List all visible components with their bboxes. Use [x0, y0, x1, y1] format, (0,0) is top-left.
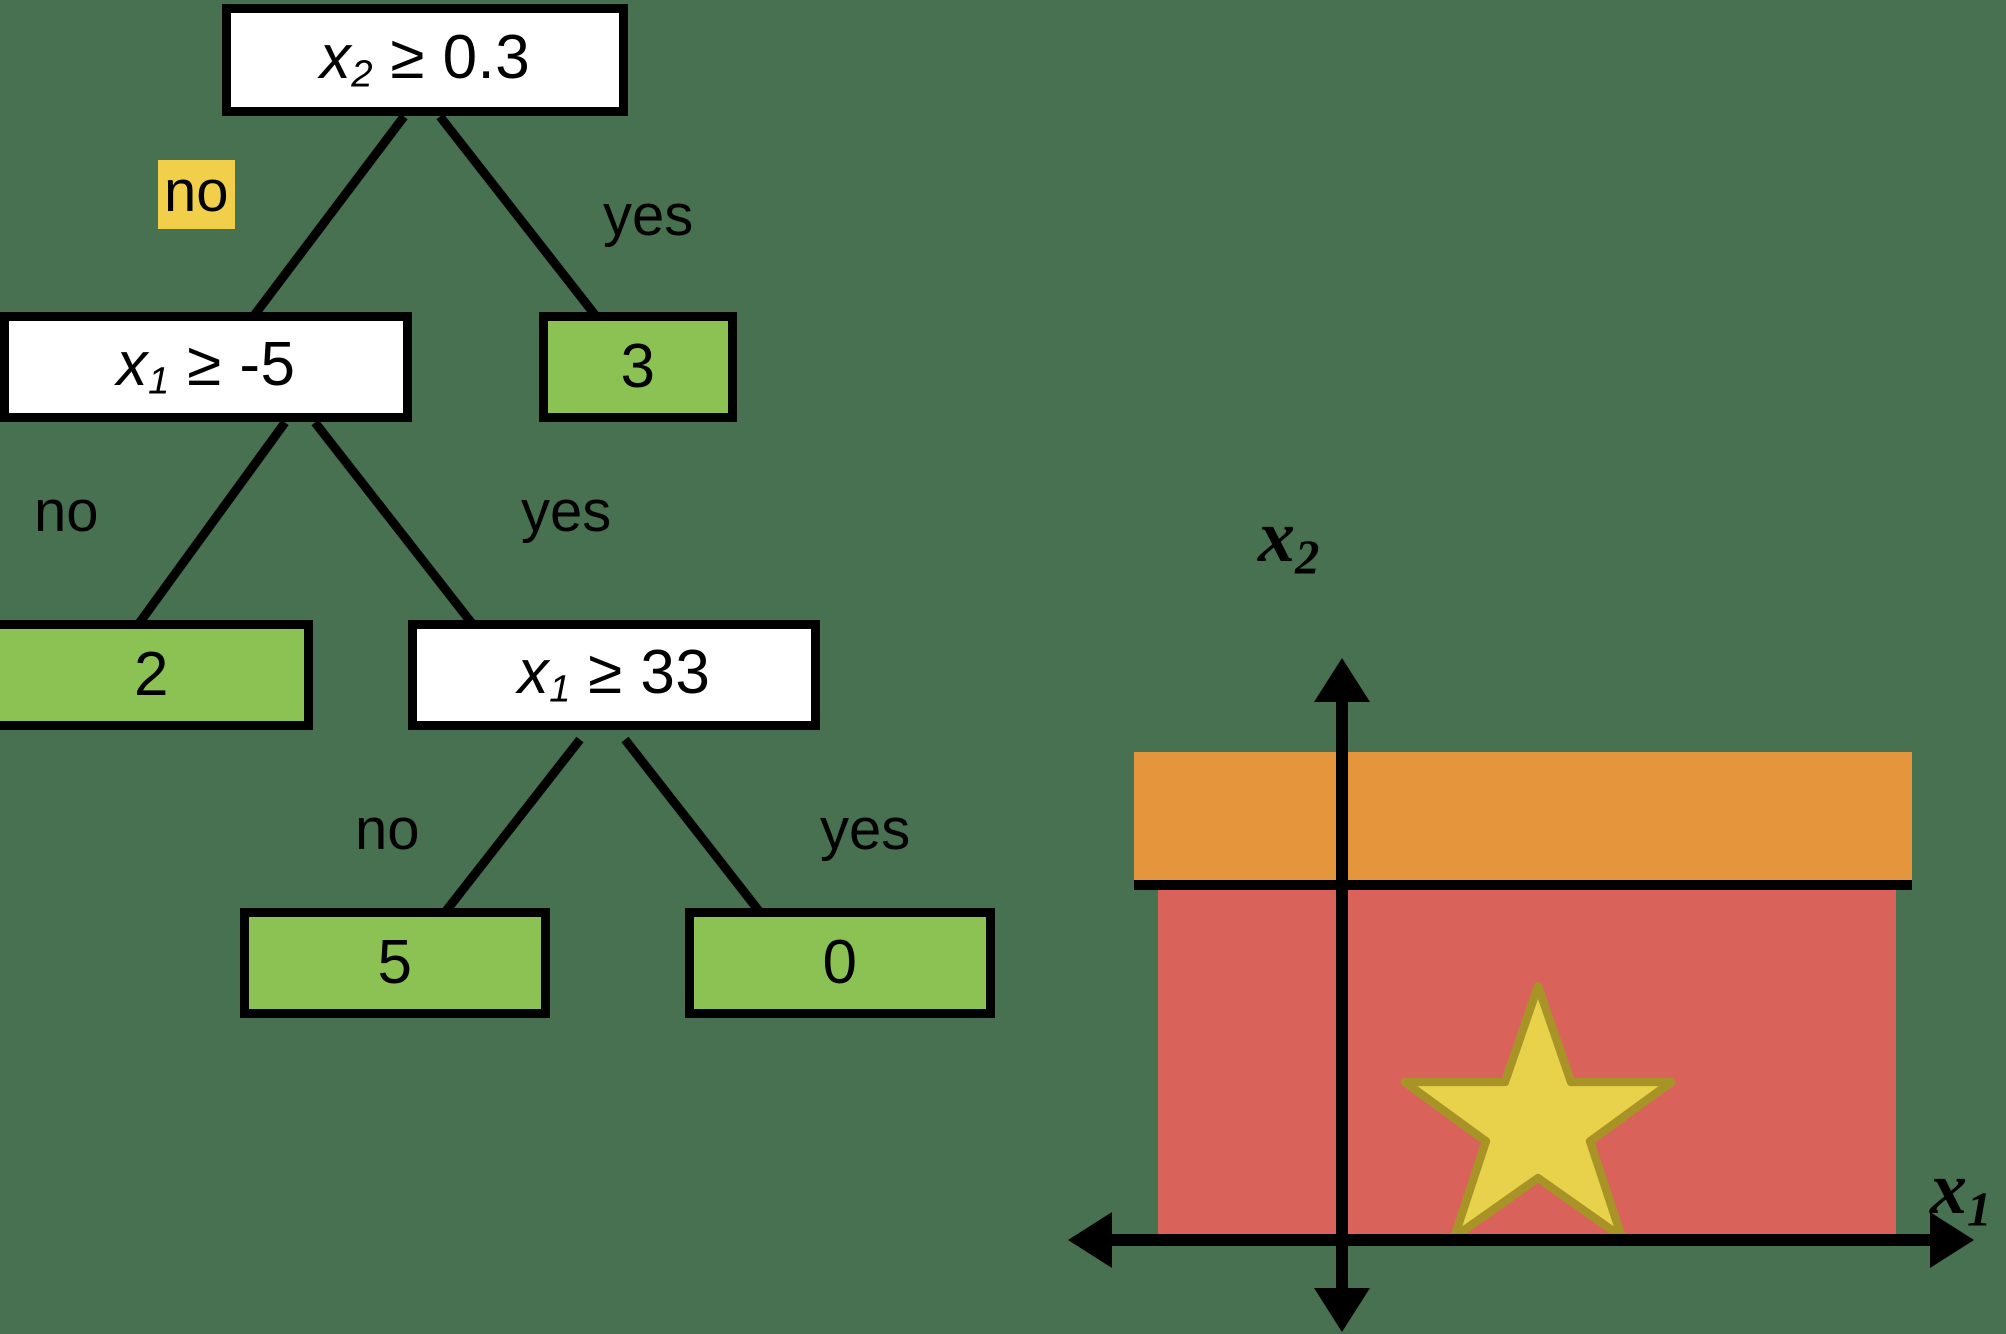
plot-x-axis-label: x1	[1930, 1148, 1992, 1237]
tree-edge-left-no	[134, 419, 289, 628]
plot-x-axis-line	[1112, 1234, 1932, 1246]
plot-y-axis-label: x2	[1258, 496, 1320, 585]
tree-node-root-label: x2 ≥ 0.3	[319, 22, 531, 95]
edge-label-left-yes: yes	[521, 479, 612, 544]
tree-leaf-5[interactable]: 5	[240, 908, 550, 1018]
plot-x-axis-arrow-left	[1068, 1212, 1112, 1268]
tree-leaf-2-label: 2	[134, 640, 169, 709]
plot-y-axis-arrow-up	[1314, 658, 1370, 702]
tree-edge-n33-yes	[621, 736, 771, 924]
tree-edge-left-yes	[311, 419, 477, 628]
edge-label-root-no: no	[158, 160, 235, 229]
plot-marker-star	[1398, 980, 1678, 1250]
tree-edge-root-no	[245, 113, 408, 326]
plot-x-axis-arrow-right	[1930, 1212, 1974, 1268]
tree-leaf-0-label: 0	[822, 928, 858, 997]
tree-node-x1-ge-minus5-label: x1 ≥ -5	[116, 329, 296, 402]
plot-y-axis-arrow-down	[1314, 1288, 1370, 1332]
edge-label-left-no: no	[34, 479, 99, 544]
star-icon	[1400, 982, 1676, 1242]
tree-leaf-3-label: 3	[620, 332, 656, 401]
plot-y-axis-line	[1336, 700, 1348, 1290]
tree-leaf-5-label: 5	[377, 928, 413, 997]
edge-label-n33-no: no	[355, 797, 420, 862]
plot-region-upper-band	[1134, 752, 1912, 884]
tree-leaf-2[interactable]: 2	[0, 620, 313, 730]
tree-edge-root-yes	[436, 113, 604, 325]
tree-edge-n33-no	[437, 736, 584, 920]
edge-label-n33-yes: yes	[820, 797, 911, 862]
tree-node-x1-ge-minus5[interactable]: x1 ≥ -5	[0, 312, 412, 422]
tree-leaf-0[interactable]: 0	[685, 908, 995, 1018]
tree-node-root[interactable]: x2 ≥ 0.3	[222, 4, 628, 116]
tree-leaf-3[interactable]: 3	[539, 312, 737, 422]
tree-node-x1-ge-33-label: x1 ≥ 33	[517, 637, 711, 710]
edge-label-root-yes: yes	[603, 183, 694, 248]
plot-band-separator	[1134, 880, 1912, 890]
tree-node-x1-ge-33[interactable]: x1 ≥ 33	[408, 620, 820, 730]
